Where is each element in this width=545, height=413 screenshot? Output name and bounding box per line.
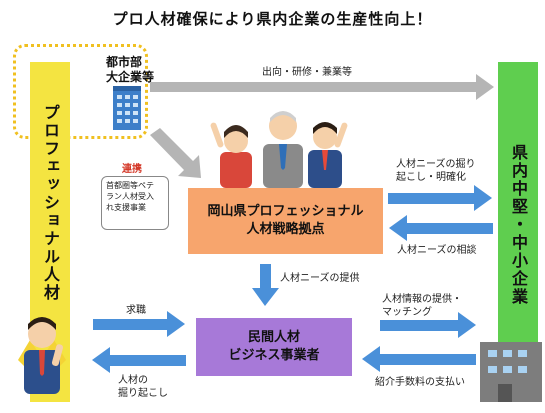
needs-consult-arrow [389, 215, 493, 241]
info-provide-label: 人材情報の提供・ マッチング [382, 293, 462, 319]
hub-line1: 岡山県プロフェッショナル [207, 204, 364, 219]
needs-provide-arrow [252, 264, 279, 306]
city-label-line2: 大企業等 [106, 70, 155, 84]
biz-line1: 民間人材 [247, 330, 300, 345]
staff-group-illustration [210, 111, 348, 188]
city-label-line1: 都市部 [106, 55, 143, 69]
fee-payment-arrow [362, 346, 476, 372]
needs-consult-label: 人材ニーズの相談 [397, 245, 477, 256]
collab-arrow [150, 128, 201, 178]
diagram-title: プロ人材確保により県内企業の生産性向上！ [112, 10, 433, 28]
local-sme-label: 県内中堅・中小企業 [509, 144, 528, 306]
businessman-illustration [18, 317, 66, 394]
needs-clarify-line2: 起こし・明確化 [396, 172, 466, 183]
job-seek-arrow [93, 311, 185, 337]
company-building-icon [480, 342, 542, 402]
dig-out-arrow [92, 347, 186, 373]
office-building-icon [113, 86, 141, 130]
private-talent-business: 民間人材 ビジネス事業者 [196, 318, 352, 376]
collab-label: 連携 [122, 164, 142, 175]
dig-out-line1: 人材の [118, 375, 148, 386]
hub-line2: 人材戦略拠点 [246, 222, 325, 237]
needs-clarify-label: 人材ニーズの掘り 起こし・明確化 [396, 158, 476, 184]
needs-clarify-arrow [388, 185, 492, 211]
info-provide-line1: 人材情報の提供・ [382, 294, 462, 305]
professional-talent-label: プロフェッショナル人材 [41, 104, 60, 302]
fee-payment-label: 紹介手数料の支払い [375, 377, 465, 388]
biz-line2: ビジネス事業者 [228, 348, 320, 363]
okayama-strategy-hub: 岡山県プロフェッショナル 人材戦略拠点 [188, 188, 383, 254]
dig-out-label: 人材の 掘り起こし [118, 374, 168, 400]
dig-out-line2: 掘り起こし [118, 388, 168, 399]
info-provide-line2: マッチング [382, 307, 432, 318]
needs-clarify-line1: 人材ニーズの掘り [396, 159, 476, 170]
city-enterprise-region [13, 44, 148, 139]
job-seek-label: 求職 [126, 305, 146, 316]
support-program-box: 首都圏等ペテ ラン人材受入 れ支援事業 [101, 176, 169, 230]
needs-provide-label: 人材ニーズの提供 [280, 273, 360, 284]
dispatch-label: 出向・研修・兼業等 [262, 67, 352, 78]
city-enterprise-label: 都市部 大企業等 [106, 55, 154, 85]
info-provide-arrow [380, 312, 476, 338]
dispatch-arrow [150, 74, 494, 100]
